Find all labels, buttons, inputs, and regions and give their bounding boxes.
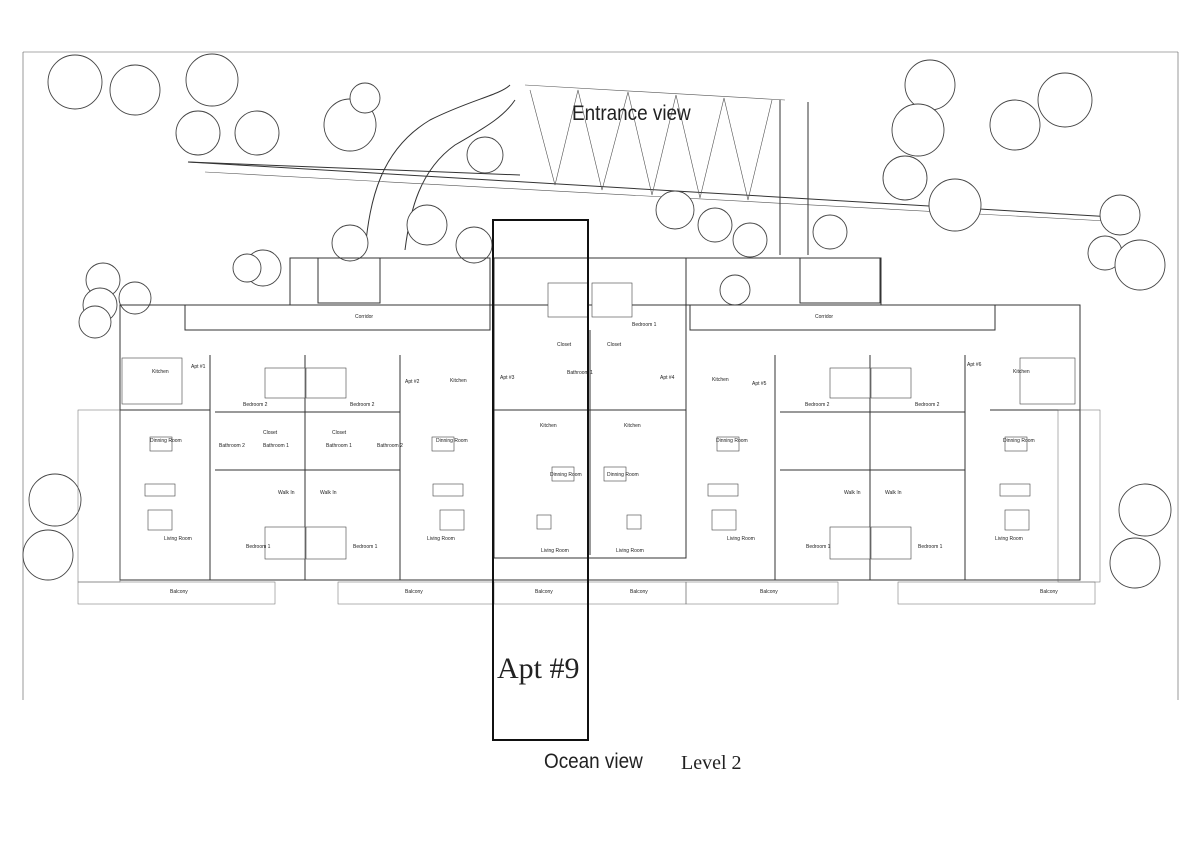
apt-tag-4: Apt #4: [660, 375, 675, 381]
trees: [22, 53, 1172, 589]
bathroom2-label-b: Bathroom 2: [377, 443, 403, 449]
kitchen-label-5: Kitchen: [712, 377, 729, 383]
apt-tag-3: Apt #3: [500, 375, 515, 381]
closet-label-d: Closet: [607, 342, 622, 348]
bedroom2-label-a: Bedroom 2: [243, 402, 268, 408]
bedroom1-label-b: Bedroom 1: [353, 544, 378, 550]
living-label-3: Living Room: [541, 548, 569, 554]
walkin-label-c: Walk In: [844, 490, 861, 496]
apt9-highlight-frame: [492, 219, 589, 741]
level-label: Level 2: [681, 752, 742, 774]
apt-tag-1: Apt #1: [191, 364, 206, 370]
internal-walls: [120, 330, 1080, 580]
site-boundary: [22, 51, 1179, 700]
dining-label-3: Dinning Room: [550, 472, 582, 478]
room-labels: Apt #1 Apt #2 Apt #3 Apt #4 Apt #5 Apt #…: [150, 314, 1058, 595]
dining-label-1: Dinning Room: [150, 438, 182, 444]
bedroom1-label-c: Bedroom 1: [806, 544, 831, 550]
apt-tag-6: Apt #6: [967, 362, 982, 368]
bathroom2-label-a: Bathroom 2: [219, 443, 245, 449]
living-label-1: Living Room: [164, 536, 192, 542]
bathroom1-label-c: Bathroom 1: [567, 370, 593, 376]
balconies: [77, 409, 1101, 605]
kitchen-label-6: Kitchen: [1013, 369, 1030, 375]
kitchen-label-3: Kitchen: [540, 423, 557, 429]
bathroom1-label-b: Bathroom 1: [326, 443, 352, 449]
balcony-label-c: Balcony: [535, 589, 553, 595]
balcony-label-f: Balcony: [1040, 589, 1058, 595]
bedroom1-label-e: Bedroom 1: [632, 322, 657, 328]
walkin-label-a: Walk In: [278, 490, 295, 496]
walkin-label-d: Walk In: [885, 490, 902, 496]
dining-label-2: Dinning Room: [436, 438, 468, 444]
kitchen-label-2: Kitchen: [450, 378, 467, 384]
closet-label-a: Closet: [263, 430, 278, 436]
bedroom1-label-a: Bedroom 1: [246, 544, 271, 550]
dining-label-5: Dinning Room: [716, 438, 748, 444]
dining-label-4: Dinning Room: [607, 472, 639, 478]
dining-label-6: Dinning Room: [1003, 438, 1035, 444]
walkin-label-b: Walk In: [320, 490, 337, 496]
balcony-label-e: Balcony: [760, 589, 778, 595]
balcony-label-b: Balcony: [405, 589, 423, 595]
closet-label-c: Closet: [557, 342, 572, 348]
corridor-label-b: Corridor: [815, 314, 833, 320]
bedroom2-label-c: Bedroom 2: [805, 402, 830, 408]
bedroom2-label-b: Bedroom 2: [350, 402, 375, 408]
bedroom1-label-d: Bedroom 1: [918, 544, 943, 550]
living-label-5: Living Room: [727, 536, 755, 542]
bathroom1-label-a: Bathroom 1: [263, 443, 289, 449]
kitchen-label-4: Kitchen: [624, 423, 641, 429]
living-label-4: Living Room: [616, 548, 644, 554]
entrance-view-label: Entrance view: [572, 102, 691, 125]
apt-tag-5: Apt #5: [752, 381, 767, 387]
living-label-2: Living Room: [427, 536, 455, 542]
kitchen-label-1: Kitchen: [152, 369, 169, 375]
corridor-label-a: Corridor: [355, 314, 373, 320]
apt9-label: Apt #9: [497, 652, 580, 685]
ocean-view-label: Ocean view: [544, 750, 643, 773]
beds: [264, 282, 912, 560]
entrance-stairs-right: [779, 100, 809, 255]
balcony-label-d: Balcony: [630, 589, 648, 595]
living-label-6: Living Room: [995, 536, 1023, 542]
apt-tag-2: Apt #2: [405, 379, 420, 385]
balcony-label-a: Balcony: [170, 589, 188, 595]
closet-label-b: Closet: [332, 430, 347, 436]
bedroom2-label-d: Bedroom 2: [915, 402, 940, 408]
furniture: [121, 357, 1076, 531]
